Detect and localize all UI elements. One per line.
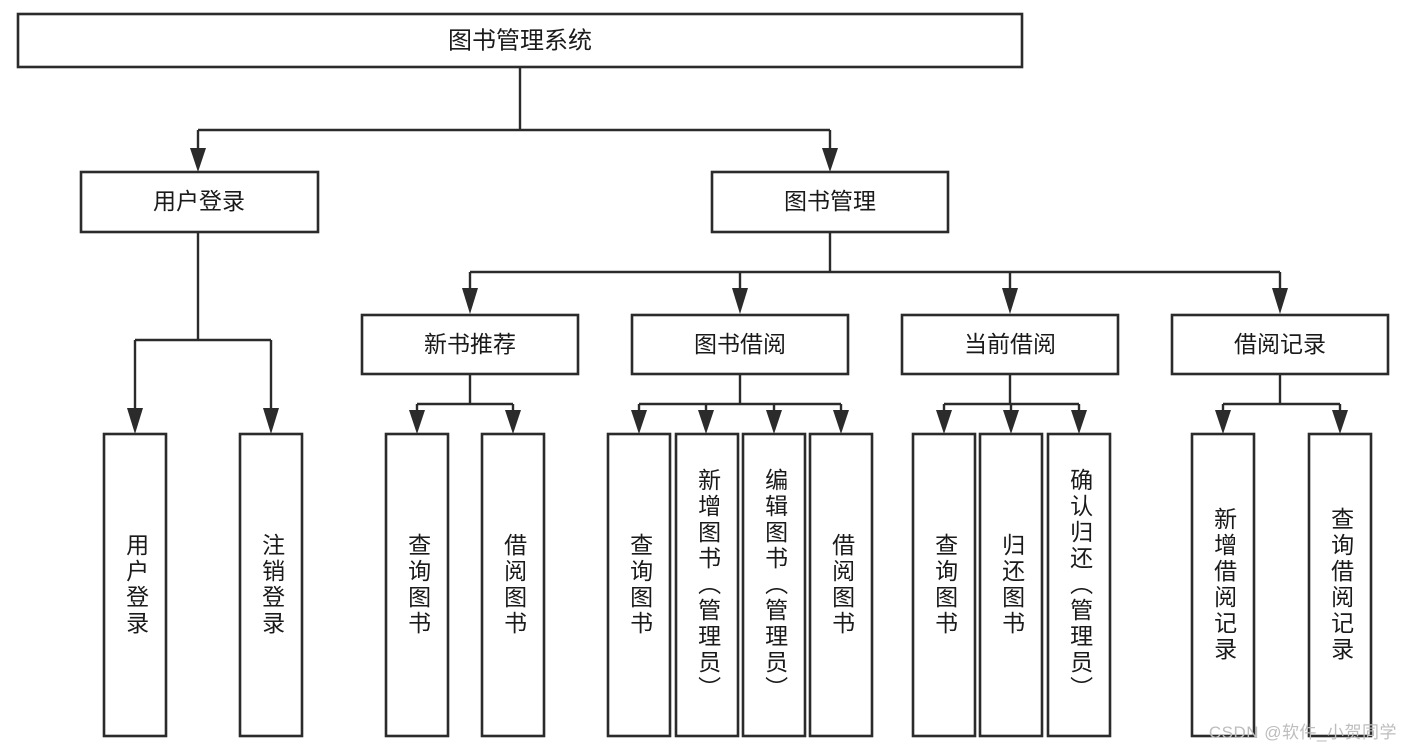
- arrow-to-leaf-user-logout: [263, 408, 279, 434]
- node-leaf-return-book[interactable]: [978, 432, 1044, 738]
- node-leaf-query-book-1[interactable]: [384, 432, 450, 738]
- node-leaf-add-record[interactable]: [1190, 432, 1256, 738]
- arrow-to-book-management: [822, 148, 838, 172]
- label-layer: 图书管理系统 用户登录 图书管理 新书推荐 图书借阅 当前借阅 借阅记录: [153, 27, 1326, 357]
- arrow-to-user-login: [190, 148, 206, 172]
- node-leaf-edit-book[interactable]: [741, 432, 807, 738]
- arrow-to-leaf-add-book: [698, 410, 714, 434]
- node-book-borrow[interactable]: [630, 313, 850, 376]
- label-user-login: 用户登录: [153, 188, 245, 214]
- node-user-login[interactable]: [79, 170, 320, 234]
- label-current-borrow: 当前借阅: [964, 331, 1056, 357]
- node-leaf-add-book[interactable]: [674, 432, 740, 738]
- arrow-to-leaf-edit-book: [766, 410, 782, 434]
- arrow-to-leaf-confirm-return: [1071, 410, 1087, 434]
- label-book-management: 图书管理: [784, 188, 876, 214]
- node-root[interactable]: [16, 12, 1024, 69]
- node-leaf-query-book-3[interactable]: [911, 432, 977, 738]
- label-new-book-recommend: 新书推荐: [424, 331, 516, 357]
- node-leaf-borrow-book-2[interactable]: [808, 432, 874, 738]
- arrow-to-leaf-return-book: [1003, 410, 1019, 434]
- node-new-book-recommend[interactable]: [360, 313, 580, 376]
- node-leaf-borrow-book-1[interactable]: [480, 432, 546, 738]
- arrow-to-leaf-query-book-1: [409, 410, 425, 434]
- arrow-to-leaf-borrow-book-2: [833, 410, 849, 434]
- arrow-to-leaf-query-record: [1332, 410, 1348, 434]
- watermark-text: CSDN @软件_小贺同学: [1208, 723, 1397, 742]
- label-book-borrow: 图书借阅: [694, 331, 786, 357]
- node-book-management[interactable]: [710, 170, 950, 234]
- arrow-to-leaf-add-record: [1215, 410, 1231, 434]
- arrow-to-leaf-user-login: [127, 408, 143, 434]
- arrow-to-new-book-recommend: [462, 288, 478, 314]
- arrow-to-current-borrow: [1002, 288, 1018, 314]
- label-root: 图书管理系统: [448, 27, 592, 54]
- arrow-to-leaf-query-book-3: [936, 410, 952, 434]
- arrow-to-book-borrow: [732, 288, 748, 314]
- node-leaf-user-login[interactable]: [102, 432, 168, 738]
- arrow-to-leaf-borrow-book-1: [505, 410, 521, 434]
- arrow-to-leaf-query-book-2: [631, 410, 647, 434]
- node-layer: [16, 12, 1390, 738]
- connector-layer: [127, 67, 1348, 434]
- node-leaf-confirm-return[interactable]: [1046, 432, 1112, 738]
- node-leaf-query-record[interactable]: [1307, 432, 1373, 738]
- node-leaf-user-logout[interactable]: [238, 432, 304, 738]
- node-borrow-record[interactable]: [1170, 313, 1390, 376]
- node-current-borrow[interactable]: [900, 313, 1120, 376]
- node-leaf-query-book-2[interactable]: [606, 432, 672, 738]
- label-borrow-record: 借阅记录: [1234, 331, 1326, 357]
- arrow-to-borrow-record: [1272, 288, 1288, 314]
